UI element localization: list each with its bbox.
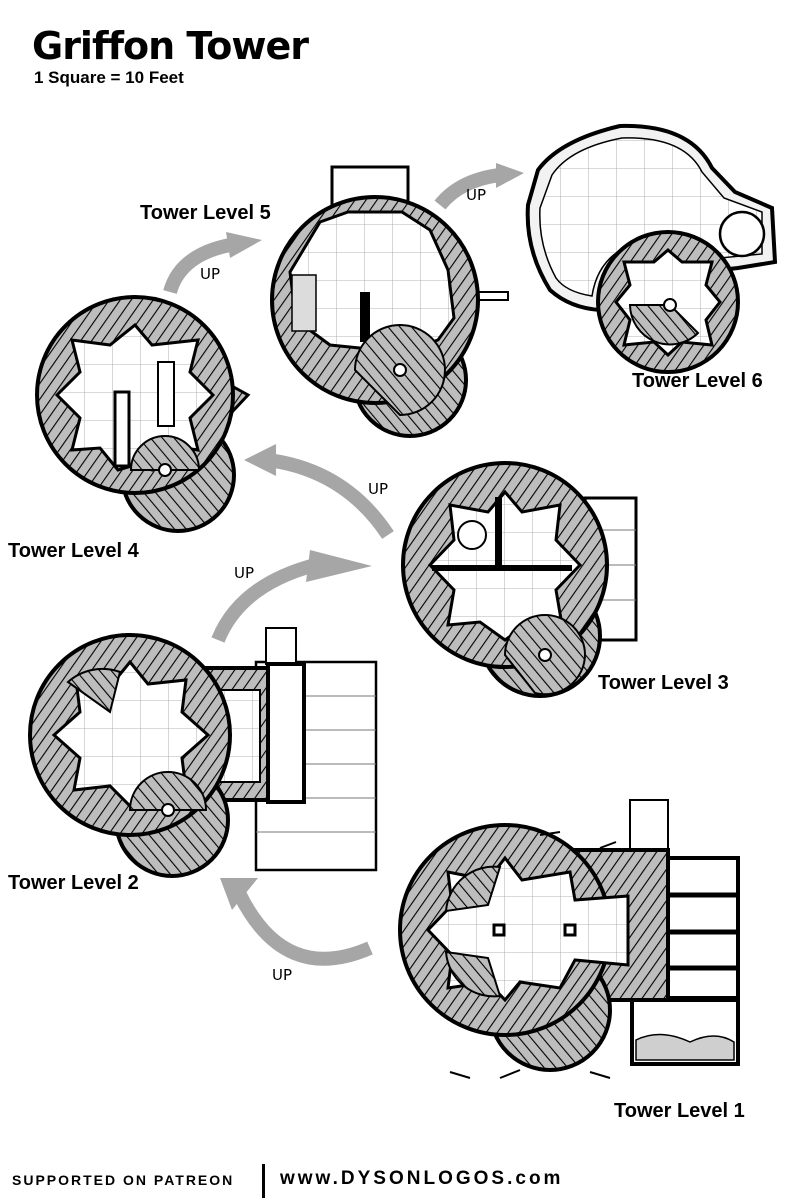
- tower-level-3-map: [401, 461, 638, 698]
- tower-level-4-map: [35, 295, 251, 533]
- up-arrows: [163, 168, 502, 966]
- up-label-level-1: UP: [272, 966, 293, 984]
- up-arrow-level-5-to-6: [434, 168, 502, 210]
- up-arrow-level-3-to-4: [267, 453, 394, 539]
- up-arrow-level-1-to-2: [233, 891, 373, 966]
- level-4-label: Tower Level 4: [8, 540, 139, 562]
- up-label-level-3: UP: [368, 480, 389, 498]
- level-3-label: Tower Level 3: [598, 672, 729, 694]
- up-arrow-level-2-to-3: [211, 558, 317, 643]
- footer: SUPPORTED ON PATREON www.DYSONLOGOS.com: [0, 1160, 800, 1200]
- tower-level-6-map: [525, 123, 778, 374]
- patreon-credit: SUPPORTED ON PATREON: [12, 1172, 235, 1188]
- level-1-label: Tower Level 1: [614, 1100, 745, 1122]
- level-2-label: Tower Level 2: [8, 872, 139, 894]
- up-arrow-level-4-to-5: [163, 238, 232, 295]
- up-label-level-5: UP: [466, 186, 487, 204]
- up-arrowheads: [220, 163, 524, 910]
- up-label-level-2: UP: [234, 564, 255, 582]
- map-scale: 1 Square = 10 Feet: [34, 68, 184, 87]
- tower-level-1-map: [398, 799, 740, 1079]
- website-credit: www.DYSONLOGOS.com: [280, 1168, 564, 1189]
- tower-level-2-map: [28, 627, 378, 878]
- tower-level-5-map: [270, 165, 509, 438]
- level-5-label: Tower Level 5: [140, 202, 271, 224]
- footer-divider: [262, 1164, 265, 1198]
- level-6-label: Tower Level 6: [632, 370, 763, 392]
- map-title: Griffon Tower: [32, 24, 309, 68]
- up-label-level-4: UP: [200, 265, 221, 283]
